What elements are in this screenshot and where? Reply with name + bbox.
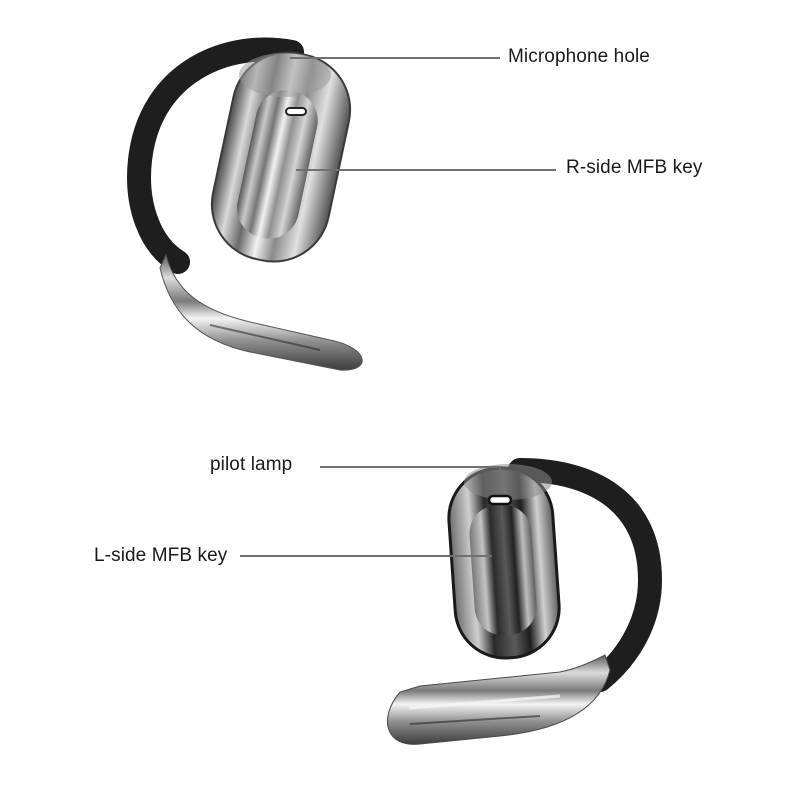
left-earbud [386, 458, 663, 745]
label-r-side-mfb-key: R-side MFB key [566, 157, 703, 178]
right-earbud [127, 37, 363, 371]
label-l-side-mfb-key: L-side MFB key [94, 545, 228, 566]
label-pilot-lamp: pilot lamp [210, 454, 293, 475]
right-indicator-slot [285, 107, 307, 116]
leader-lines [240, 57, 556, 557]
pilot-lamp-indicator [487, 494, 513, 506]
leader-pilot-lamp [320, 466, 501, 492]
left-ear-hook [508, 458, 663, 692]
right-tail-body [159, 253, 363, 371]
label-microphone-hole: Microphone hole [508, 46, 650, 67]
right-ear-hook [127, 37, 304, 274]
